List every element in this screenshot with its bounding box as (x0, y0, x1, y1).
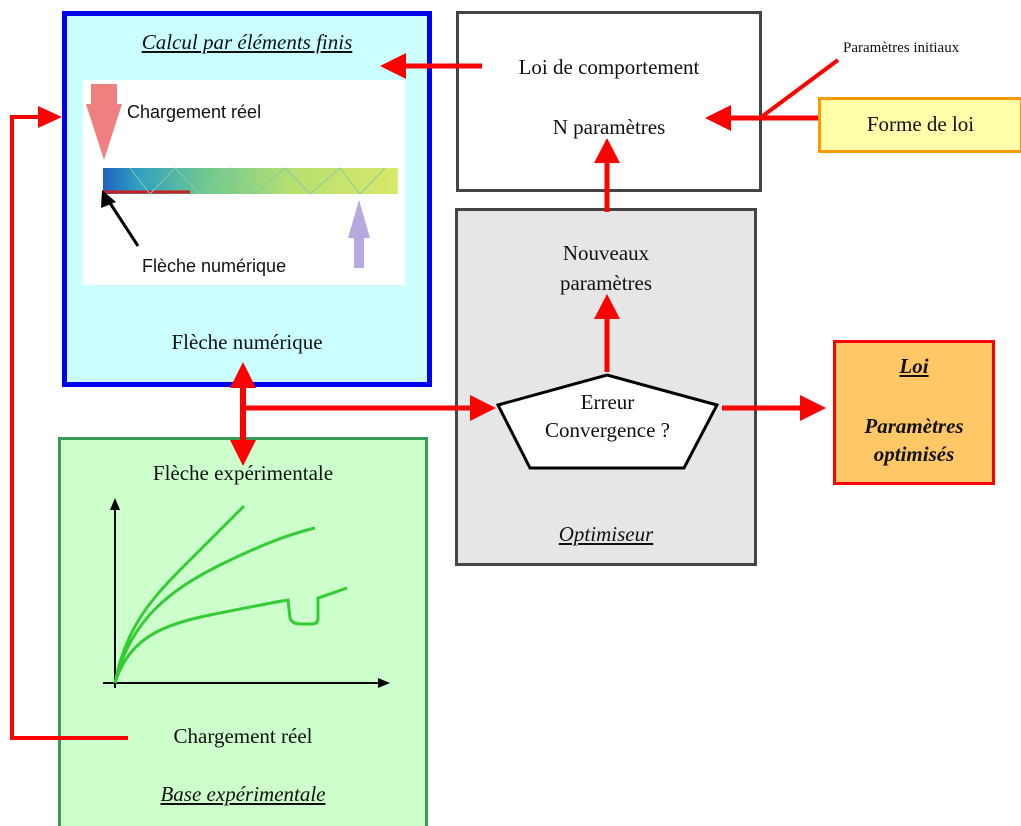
experimental-load-label: Chargement réel (173, 724, 313, 748)
fem-image-deflection-label: Flèche numérique (142, 256, 287, 276)
result-line1: Paramètres (864, 414, 964, 438)
fem-image-load-label: Chargement réel (127, 102, 262, 122)
law-box-line2: N paramètres (552, 115, 666, 139)
result-title: Loi (899, 354, 929, 378)
optimizer-title: Optimiseur (558, 522, 654, 546)
law-form-label: Forme de loi (866, 112, 975, 136)
initial-params-label: Paramètres initiaux (843, 40, 960, 56)
law-form-box (818, 97, 1021, 153)
decision-line1: Erreur (580, 390, 635, 414)
new-params-label: Nouveaux paramètres (559, 241, 653, 295)
result-line2: optimisés (873, 442, 955, 466)
experimental-box (58, 437, 428, 826)
initial-params-line (758, 58, 840, 120)
fem-output-label: Flèche numérique (171, 330, 323, 354)
decision-line2: Convergence ? (545, 418, 670, 442)
result-box (833, 340, 995, 485)
loop-load-to-fem (10, 115, 128, 740)
law-box-line1: Loi de comportement (518, 55, 700, 79)
experimental-title: Base expérimentale (160, 782, 326, 806)
fem-box-title: Calcul par éléments finis (141, 30, 353, 54)
